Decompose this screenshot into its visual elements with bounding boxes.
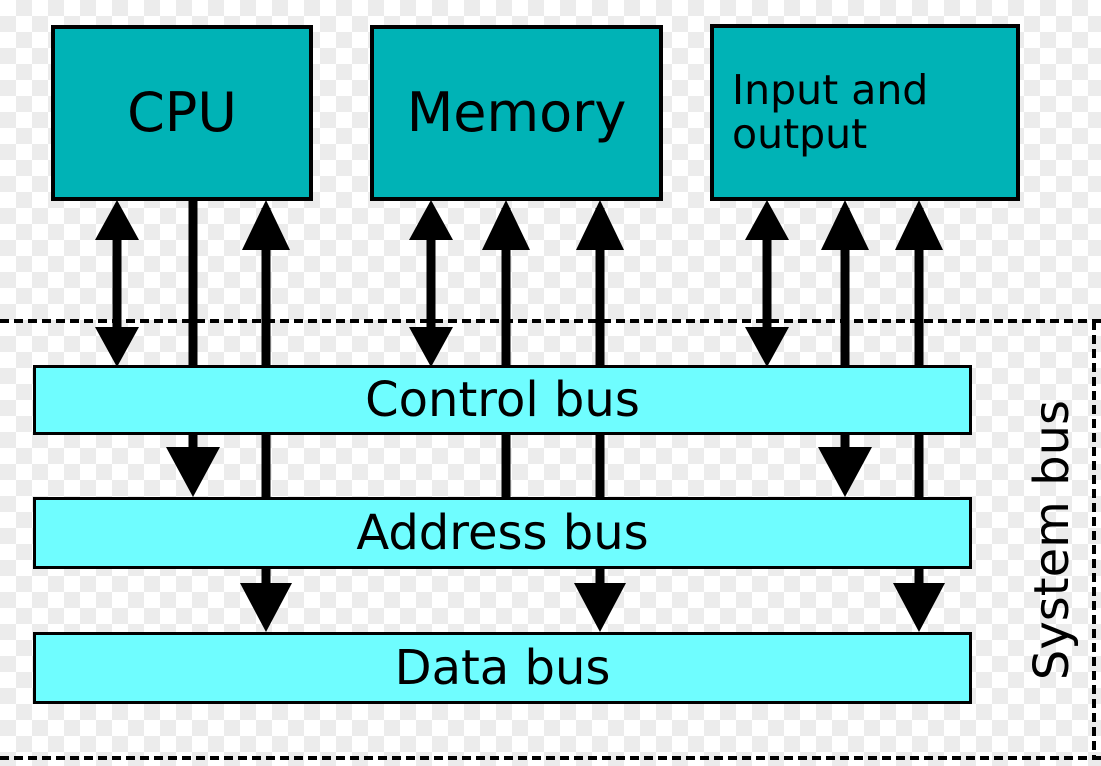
bus-label-address: Address bus <box>356 505 649 561</box>
bus-bar-data[interactable]: Data bus <box>33 632 972 704</box>
arrow-cpu-address-bus <box>166 200 220 497</box>
arrow-cpu-control-bus <box>95 200 139 367</box>
bus-bar-address[interactable]: Address bus <box>33 497 972 569</box>
arrow-memory-address-bus <box>482 200 530 497</box>
arrow-io-address-bus <box>818 200 872 497</box>
unit-box-input-output[interactable]: Input and output <box>710 24 1020 201</box>
system-bus-boundary <box>0 319 1101 760</box>
system-bus-label: System bus <box>1024 399 1080 681</box>
arrow-io-control-bus <box>745 200 789 367</box>
unit-box-cpu[interactable]: CPU <box>51 25 313 201</box>
unit-label-cpu: CPU <box>127 80 237 144</box>
arrow-memory-control-bus <box>409 200 453 367</box>
bus-bar-control[interactable]: Control bus <box>33 365 972 435</box>
unit-label-input-output: Input and output <box>732 66 929 158</box>
unit-label-memory: Memory <box>406 80 627 144</box>
bus-label-control: Control bus <box>365 372 640 428</box>
bus-label-data: Data bus <box>394 640 611 696</box>
unit-box-memory[interactable]: Memory <box>370 25 663 201</box>
